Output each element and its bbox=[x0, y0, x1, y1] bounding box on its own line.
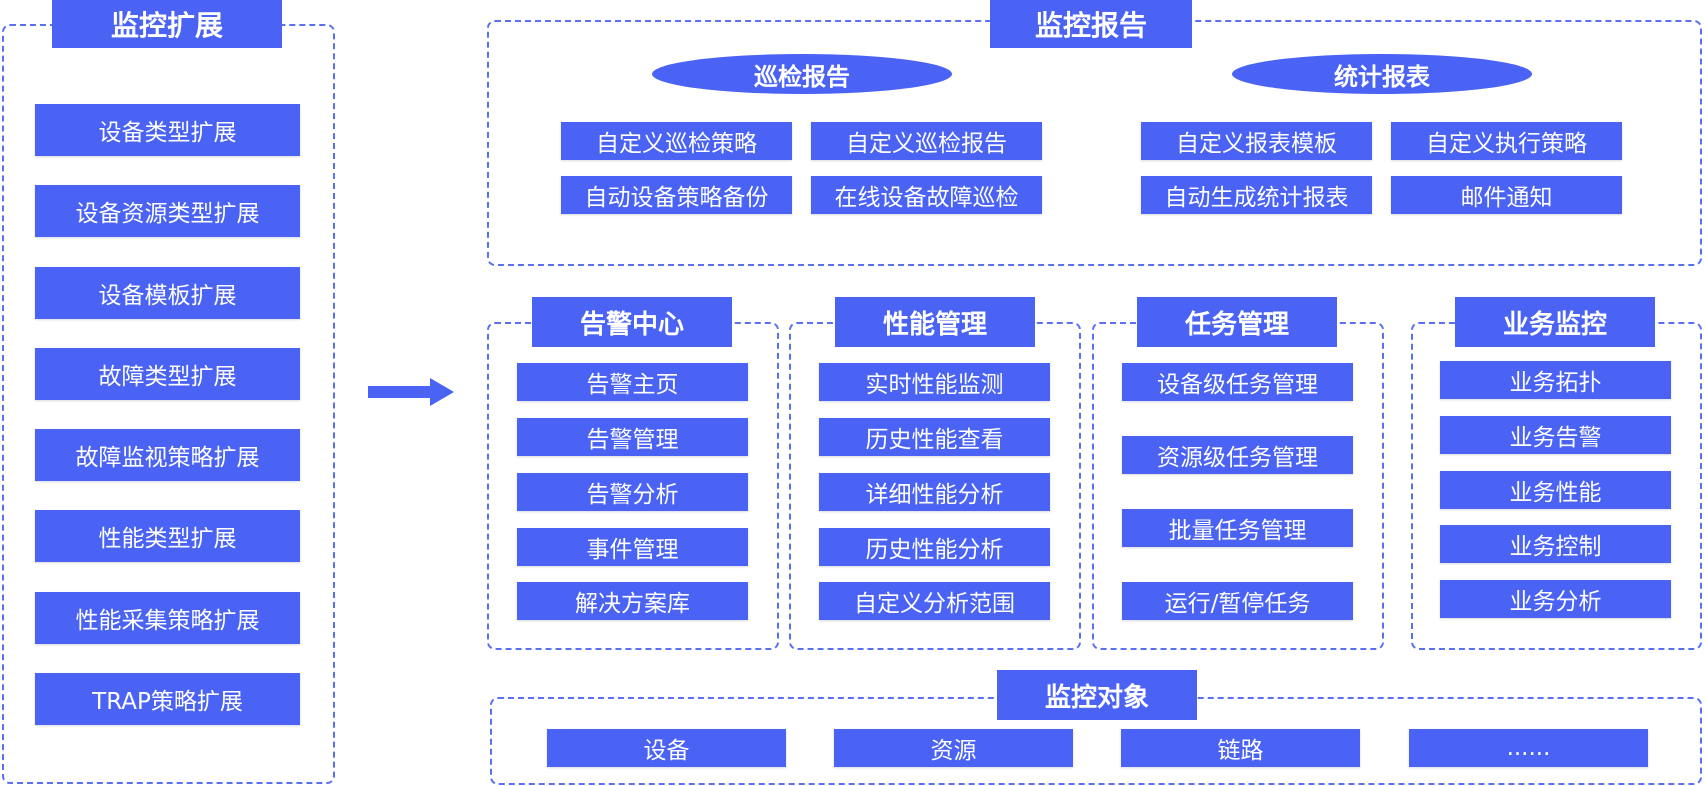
object-item-more[interactable]: ...... bbox=[1409, 729, 1648, 767]
task-item-device-level[interactable]: 设备级任务管理 bbox=[1122, 363, 1353, 401]
inspection-item-online-fault[interactable]: 在线设备故障巡检 bbox=[811, 176, 1042, 214]
performance-item-custom-range[interactable]: 自定义分析范围 bbox=[819, 582, 1050, 620]
business-item-topology[interactable]: 业务拓扑 bbox=[1440, 361, 1671, 399]
task-title: 任务管理 bbox=[1137, 297, 1337, 347]
statistics-item-custom-template[interactable]: 自定义报表模板 bbox=[1141, 122, 1372, 160]
task-item-run-pause[interactable]: 运行/暂停任务 bbox=[1122, 582, 1353, 620]
object-item-device[interactable]: 设备 bbox=[547, 729, 786, 767]
alarm-item-analysis[interactable]: 告警分析 bbox=[517, 473, 748, 511]
objects-title: 监控对象 bbox=[997, 670, 1197, 720]
inspection-report-label: 巡检报告 bbox=[652, 54, 952, 94]
extension-item-fault-monitor-policy[interactable]: 故障监视策略扩展 bbox=[35, 429, 300, 481]
task-item-batch[interactable]: 批量任务管理 bbox=[1122, 509, 1353, 547]
performance-item-history-analysis[interactable]: 历史性能分析 bbox=[819, 528, 1050, 566]
business-item-control[interactable]: 业务控制 bbox=[1440, 525, 1671, 563]
object-item-resource[interactable]: 资源 bbox=[834, 729, 1073, 767]
performance-title: 性能管理 bbox=[835, 297, 1035, 347]
inspection-item-auto-backup[interactable]: 自动设备策略备份 bbox=[561, 176, 792, 214]
alarm-item-solution-library[interactable]: 解决方案库 bbox=[517, 582, 748, 620]
extension-item-performance-type[interactable]: 性能类型扩展 bbox=[35, 510, 300, 562]
business-item-alarm[interactable]: 业务告警 bbox=[1440, 416, 1671, 454]
right-arrow-icon bbox=[368, 378, 454, 406]
extension-item-trap-policy[interactable]: TRAP策略扩展 bbox=[35, 673, 300, 725]
extension-item-device-resource-type[interactable]: 设备资源类型扩展 bbox=[35, 185, 300, 237]
report-title: 监控报告 bbox=[990, 0, 1192, 48]
alarm-item-event-manage[interactable]: 事件管理 bbox=[517, 528, 748, 566]
extension-title: 监控扩展 bbox=[52, 0, 282, 48]
inspection-item-custom-report[interactable]: 自定义巡检报告 bbox=[811, 122, 1042, 160]
extension-item-performance-collect-policy[interactable]: 性能采集策略扩展 bbox=[35, 592, 300, 644]
business-item-analysis[interactable]: 业务分析 bbox=[1440, 580, 1671, 618]
inspection-item-custom-policy[interactable]: 自定义巡检策略 bbox=[561, 122, 792, 160]
extension-item-device-type[interactable]: 设备类型扩展 bbox=[35, 104, 300, 156]
alarm-item-manage[interactable]: 告警管理 bbox=[517, 418, 748, 456]
performance-item-realtime[interactable]: 实时性能监测 bbox=[819, 363, 1050, 401]
object-item-link[interactable]: 链路 bbox=[1121, 729, 1360, 767]
performance-item-history-view[interactable]: 历史性能查看 bbox=[819, 418, 1050, 456]
alarm-item-home[interactable]: 告警主页 bbox=[517, 363, 748, 401]
business-title: 业务监控 bbox=[1455, 297, 1655, 347]
business-item-performance[interactable]: 业务性能 bbox=[1440, 471, 1671, 509]
statistics-item-auto-generate[interactable]: 自动生成统计报表 bbox=[1141, 176, 1372, 214]
alarm-title: 告警中心 bbox=[532, 297, 732, 347]
task-item-resource-level[interactable]: 资源级任务管理 bbox=[1122, 436, 1353, 474]
statistics-item-custom-exec-policy[interactable]: 自定义执行策略 bbox=[1391, 122, 1622, 160]
statistics-item-email-notify[interactable]: 邮件通知 bbox=[1391, 176, 1622, 214]
extension-item-fault-type[interactable]: 故障类型扩展 bbox=[35, 348, 300, 400]
statistics-report-label: 统计报表 bbox=[1232, 54, 1532, 94]
performance-item-detail-analysis[interactable]: 详细性能分析 bbox=[819, 473, 1050, 511]
extension-item-device-template[interactable]: 设备模板扩展 bbox=[35, 267, 300, 319]
